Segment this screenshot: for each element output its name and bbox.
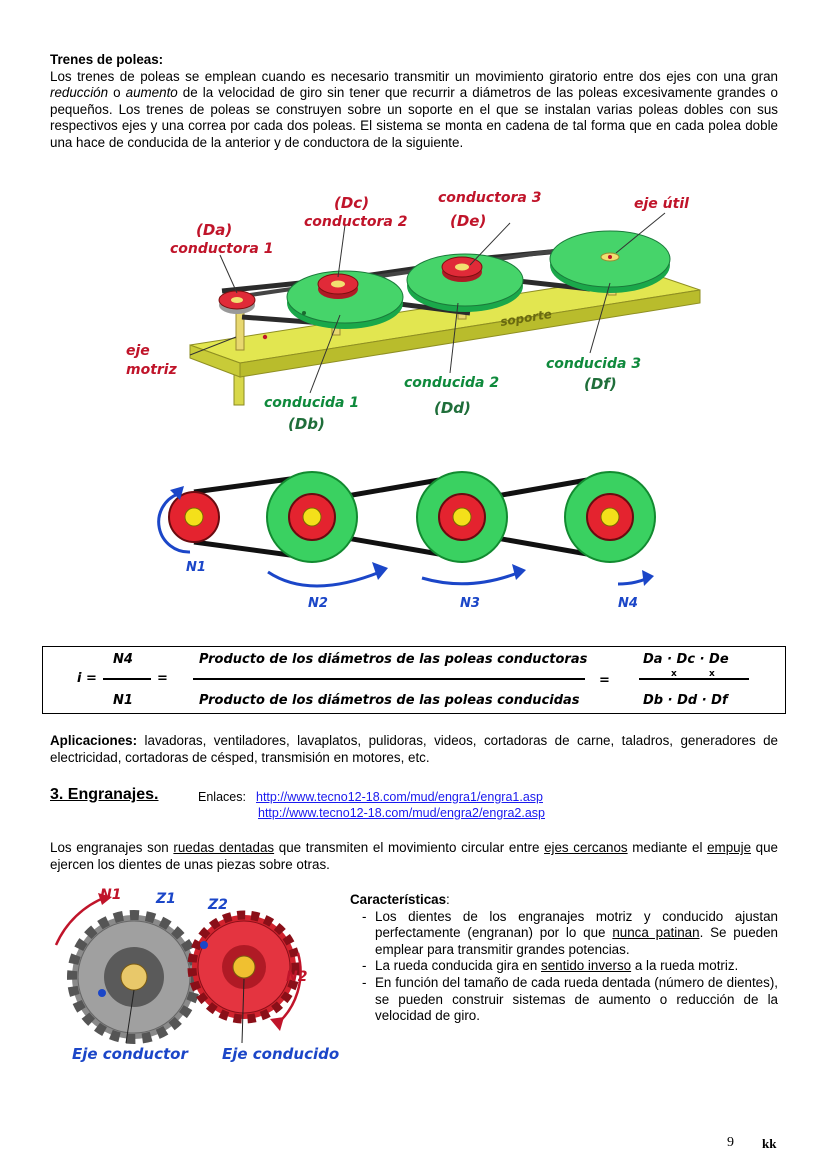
gear-z1-label: Z1 bbox=[156, 891, 176, 907]
label-eje: eje bbox=[126, 343, 150, 359]
gears-intro-paragraph: Los engranajes son ruedas dentadas que t… bbox=[50, 840, 778, 873]
label-dc: (Dc) bbox=[334, 194, 370, 212]
transmission-ratio-formula: i = N4 N1 = Producto de los diámetros de… bbox=[42, 646, 786, 714]
features-title-row: Características: bbox=[350, 892, 778, 909]
pulley-train-2d-diagram: N1 N2 N3 N4 bbox=[150, 462, 670, 622]
n3-label: N3 bbox=[460, 596, 480, 611]
features-block: Características: Los dientes de los engr… bbox=[350, 892, 778, 1025]
fraction-bar bbox=[103, 678, 151, 680]
gear-z2-label: Z2 bbox=[208, 897, 228, 913]
label-conductora-2: conductora 2 bbox=[304, 214, 408, 230]
feature-text: Los dientes de los engranajes motriz y c… bbox=[375, 908, 778, 941]
formula-i: i = bbox=[77, 671, 97, 686]
features-colon: : bbox=[446, 892, 450, 907]
n1-label: N1 bbox=[186, 560, 206, 575]
list-item: En función del tamaño de cada rueda dent… bbox=[360, 975, 778, 1025]
section-title: Trenes de poleas: bbox=[50, 52, 164, 67]
paragraph-text: de la velocidad de giro sin tener que re… bbox=[50, 85, 779, 150]
fraction-bar bbox=[193, 678, 585, 680]
feature-text: a la rueda motriz. bbox=[631, 958, 739, 974]
gear-n2-label: N2 bbox=[286, 969, 308, 985]
applications-label: Aplicaciones: bbox=[50, 733, 138, 748]
gears-illustration: N1 Z1 Z2 N2 Eje conductor Eje conducido bbox=[46, 885, 346, 1067]
pulley-section: Trenes de poleas: Los trenes de poleas s… bbox=[50, 52, 778, 152]
gear-n1-label: N1 bbox=[100, 887, 122, 903]
formula-n1: N1 bbox=[113, 693, 133, 708]
formula-denominator-text: Producto de los diámetros de las poleas … bbox=[199, 693, 580, 708]
applications-paragraph: Aplicaciones: lavadoras, ventiladores, l… bbox=[50, 733, 778, 766]
eje-conducido-label: Eje conducido bbox=[222, 1045, 340, 1063]
features-title: Características bbox=[350, 892, 447, 907]
gears-drawing bbox=[54, 893, 302, 1044]
pulley-train-illustration bbox=[189, 212, 701, 406]
fraction-bar bbox=[639, 678, 749, 680]
list-item: Los dientes de los engranajes motriz y c… bbox=[360, 909, 778, 959]
page-number: 9 bbox=[727, 1135, 734, 1150]
emphasis-aumento: aumento bbox=[125, 85, 178, 101]
formula-numerator-text: Producto de los diámetros de las poleas … bbox=[199, 652, 588, 667]
gears-link-2[interactable]: http://www.tecno12-18.com/mud/engra2/eng… bbox=[258, 806, 545, 820]
n2-label: N2 bbox=[308, 596, 328, 611]
underlined-empuje: empuje bbox=[707, 840, 752, 855]
label-conducida-1: conducida 1 bbox=[264, 395, 360, 411]
underlined-nunca-patinan: nunca patinan bbox=[612, 925, 700, 941]
paragraph-text: que ejercen los dientes de unas piezas s… bbox=[50, 840, 779, 872]
underlined-ruedas-dentadas: ruedas dentadas bbox=[173, 840, 275, 855]
gears-heading: 3. Engranajes. bbox=[50, 786, 159, 803]
formula-times-sign: x bbox=[709, 669, 715, 679]
links-label: Enlaces: bbox=[198, 790, 246, 804]
formula-equals-2: = bbox=[599, 673, 610, 688]
label-dd: (Dd) bbox=[434, 399, 471, 417]
label-eje-util: eje útil bbox=[634, 196, 689, 212]
applications-text: lavadoras, ventiladores, lavaplatos, pul… bbox=[50, 733, 778, 765]
label-de: (De) bbox=[450, 212, 487, 230]
n4-label: N4 bbox=[618, 596, 638, 611]
list-item: La rueda conducida gira en sentido inver… bbox=[360, 958, 778, 975]
feature-text: . Se pueden emplear para transmitir gran… bbox=[375, 925, 778, 957]
label-db: (Db) bbox=[288, 415, 325, 433]
pulley-train-3d-diagram: soporte (Da) conductora 1 (Dc) conductor… bbox=[110, 185, 730, 445]
label-conductora-3: conductora 3 bbox=[438, 190, 542, 206]
label-df: (Df) bbox=[584, 375, 617, 393]
formula-equals-1: = bbox=[157, 671, 168, 686]
paragraph-text: o bbox=[108, 85, 126, 101]
underlined-sentido-inverso: sentido inverso bbox=[541, 958, 632, 974]
label-conducida-2: conducida 2 bbox=[404, 375, 500, 391]
paragraph-text: Los engranajes son bbox=[50, 840, 174, 855]
paragraph-text: Los trenes de poleas se emplean cuando e… bbox=[50, 68, 778, 84]
pulley-paragraph: Los trenes de poleas se emplean cuando e… bbox=[50, 69, 778, 152]
formula-n4: N4 bbox=[113, 652, 133, 667]
underlined-ejes-cercanos: ejes cercanos bbox=[544, 840, 628, 855]
eje-conductor-label: Eje conductor bbox=[72, 1045, 188, 1063]
paragraph-text: que transmiten el movimiento circular en… bbox=[274, 840, 545, 855]
label-conductora-1: conductora 1 bbox=[170, 241, 274, 257]
label-da: (Da) bbox=[196, 221, 233, 239]
pulley-train-flat-illustration bbox=[157, 471, 656, 588]
formula-numerator-vars: Da · Dc · De bbox=[643, 652, 729, 667]
label-conducida-3: conducida 3 bbox=[546, 356, 642, 372]
formula-denominator-vars: Db · Dd · Df bbox=[643, 693, 728, 708]
emphasis-reduccion: reducción bbox=[50, 85, 109, 101]
label-motriz: motriz bbox=[126, 362, 177, 378]
formula-times-sign: x bbox=[671, 669, 677, 679]
gears-link-1[interactable]: http://www.tecno12-18.com/mud/engra1/eng… bbox=[256, 790, 543, 804]
features-list: Los dientes de los engranajes motriz y c… bbox=[360, 909, 778, 1025]
paragraph-text: mediante el bbox=[627, 840, 708, 855]
feature-text: La rueda conducida gira en bbox=[375, 958, 542, 974]
footer-mark: kk bbox=[762, 1136, 777, 1151]
